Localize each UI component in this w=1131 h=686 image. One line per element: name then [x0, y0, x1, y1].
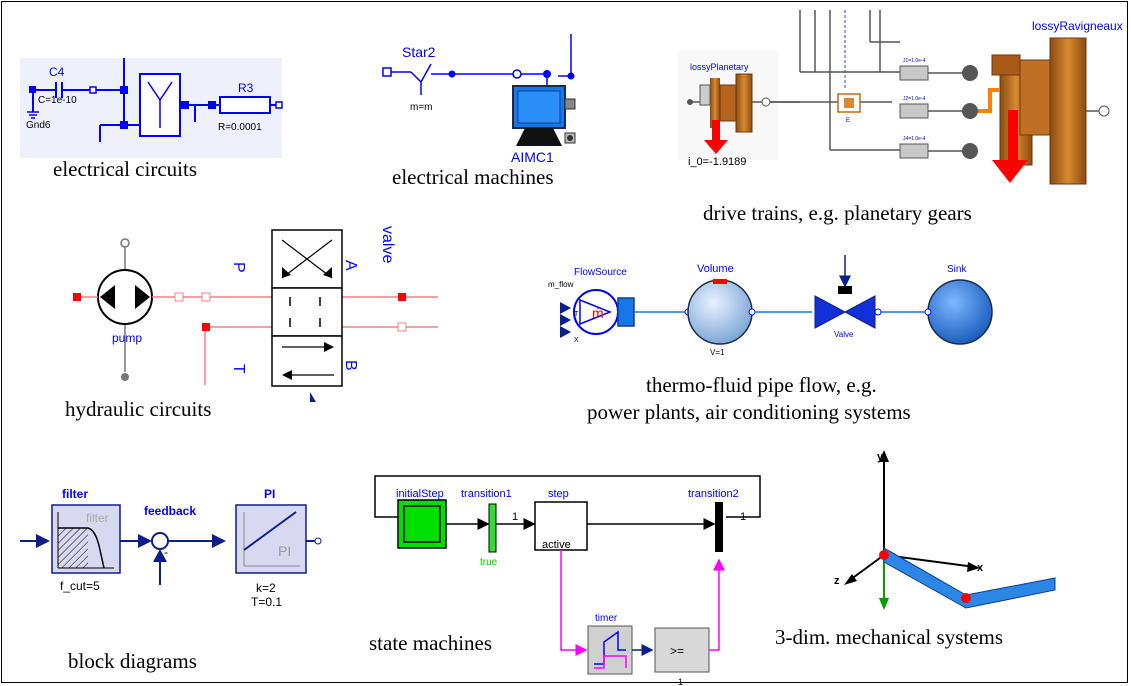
resistor-value: R=0.0001	[218, 122, 262, 133]
volume-label: Volume	[697, 263, 734, 275]
resistor-label: R3	[238, 81, 254, 95]
valve-lower	[271, 335, 343, 387]
valve-right	[843, 295, 876, 329]
true-label: true	[480, 557, 498, 568]
active-label: active	[542, 539, 571, 551]
inertia-2	[899, 103, 929, 119]
valve-fluid-label: Valve	[834, 330, 854, 339]
y-axis-label: y	[877, 451, 884, 463]
port-b-label: B	[342, 360, 359, 371]
hydraulic-circuit-diagram: pump valve P T A B	[73, 226, 438, 402]
state-machine-diagram: initialStep transition1 1 true step acti…	[374, 475, 761, 686]
transition2-number: 1	[740, 511, 746, 523]
caption-block-diagrams: block diagrams	[68, 649, 197, 673]
machine-label: AIMC1	[511, 149, 554, 165]
electrical-circuit-diagram: C4 C=1e-10 Gnd6 R3 R=0.0001	[20, 58, 283, 158]
transition1-label: transition1	[461, 488, 512, 500]
filter-inner-label: filter	[86, 511, 109, 525]
flow-source-label: FlowSource	[574, 267, 627, 278]
pi-inner-label: PI	[278, 543, 291, 559]
inertia-1	[899, 65, 929, 81]
ratio-label: i_0=-1.9189	[688, 156, 746, 168]
sink-vessel	[927, 279, 993, 345]
caption-electrical-machines: electrical machines	[392, 165, 554, 189]
step-label: step	[548, 488, 569, 500]
block-diagram: filter filter f_cut=5 feedback - PI PI k…	[20, 487, 322, 609]
ravigneaux-label: lossyRavigneaux	[1032, 19, 1123, 33]
pump-label: pump	[112, 331, 142, 345]
mechanical-3d-diagram: y x z	[834, 450, 1056, 610]
step-box	[534, 501, 588, 551]
clutch-label: E	[846, 118, 850, 124]
x-axis-label: x	[977, 562, 984, 574]
machine-base	[516, 128, 562, 146]
planetary-label: lossyPlanetary	[690, 62, 749, 72]
valve-label: valve	[379, 226, 396, 263]
t-label: T	[574, 311, 579, 318]
transition-1	[488, 503, 497, 553]
caption-hydraulic-circuits: hydraulic circuits	[65, 397, 212, 421]
port-t-label: T	[230, 364, 247, 374]
pi-label: PI	[264, 487, 275, 501]
feedback-label: feedback	[144, 504, 196, 518]
star-symbol	[410, 63, 432, 95]
joint-1	[879, 550, 889, 560]
valve-middle	[271, 287, 343, 337]
caption-state-machines: state machines	[369, 631, 493, 655]
transition2-label: transition2	[688, 488, 739, 500]
t-param-label: T=0.1	[251, 595, 282, 609]
volume-param: V=1	[710, 348, 725, 357]
inertia-3	[899, 143, 929, 159]
inertia-2-label: J2=1.0e-4	[903, 96, 926, 102]
fcut-label: f_cut=5	[60, 579, 100, 593]
z-axis-label: z	[834, 575, 840, 587]
valve-left	[814, 295, 847, 329]
transition1-number: 1	[512, 511, 518, 523]
star-param: m=m	[410, 102, 433, 113]
star-label: Star2	[402, 44, 436, 60]
caption-thermo-fluid-line2: power plants, air conditioning systems	[587, 400, 911, 424]
pi-block	[235, 504, 307, 574]
mflow-label: m_flow	[548, 280, 574, 289]
timer-label: timer	[595, 613, 618, 624]
port-p-label: P	[230, 262, 247, 273]
initial-step-label: initialStep	[396, 488, 444, 500]
k-label: k=2	[256, 581, 276, 595]
inertia-1-label: J1=1.0e-4	[903, 58, 926, 64]
torque-arrow	[704, 120, 728, 154]
electrical-machine-diagram: Star2 m=m AIMC1	[382, 34, 576, 165]
volume-vessel	[687, 279, 753, 345]
joint-2	[961, 593, 971, 603]
filter-label: filter	[62, 487, 88, 501]
drive-train-diagram: lossyPlanetary i_0=-1.9189 lossyRavignea…	[678, 10, 1123, 185]
port-a-label: A	[342, 260, 359, 271]
transition-2	[715, 502, 723, 552]
capacitor-value: C=1e-10	[38, 95, 77, 106]
caption-electrical-circuits: electrical circuits	[53, 157, 197, 181]
resistor	[219, 96, 271, 114]
capacitor-label: C4	[49, 65, 65, 79]
compare-symbol: >=	[670, 644, 684, 658]
thermo-fluid-diagram: FlowSource m_flow T X ṁ Volume V=1 Valve…	[548, 255, 993, 357]
caption-drive-trains: drive trains, e.g. planetary gears	[703, 201, 972, 225]
x-label: X	[574, 337, 579, 344]
sink-label: Sink	[947, 264, 967, 275]
mdot-symbol: ṁ	[592, 305, 604, 321]
ground-label: Gnd6	[26, 120, 51, 131]
inertia-3-label: J4=1.0e-4	[903, 136, 926, 142]
caption-mechanical: 3-dim. mechanical systems	[775, 625, 1004, 649]
feedback-minus: -	[164, 545, 168, 559]
caption-thermo-fluid-line1: thermo-fluid pipe flow, e.g.	[646, 373, 877, 397]
compare-number: 1	[678, 677, 683, 686]
